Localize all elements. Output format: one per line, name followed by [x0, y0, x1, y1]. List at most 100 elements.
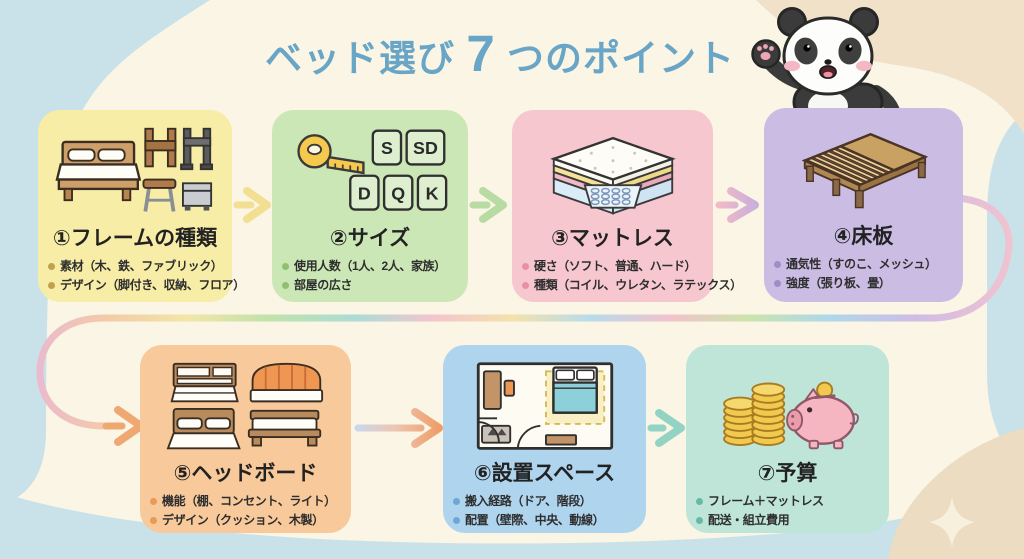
bullet-text: 使用人数（1人、2人、家族）: [294, 259, 446, 273]
card-bed-base: ④床板 通気性（すのこ、メッシュ） 強度（張り板、畳）: [764, 108, 963, 302]
wood-h-frame-icon: [144, 127, 177, 168]
bullet-text: デザイン（クッション、木製）: [162, 512, 324, 527]
card7-icon-area: [686, 353, 889, 455]
bullet-dot: [453, 498, 460, 505]
stool-icon: [142, 178, 177, 212]
card-title-budget: ⑦予算: [757, 462, 818, 485]
size-badge-sd: SD: [413, 138, 438, 158]
card4-icon-area: [764, 116, 963, 218]
dresser-plan: [544, 434, 577, 446]
card-title-frame-type: ①フレームの種類: [52, 227, 218, 250]
card4-bullets: 通気性（すのこ、メッシュ） 強度（張り板、畳）: [764, 255, 963, 292]
bullet-dot: [522, 263, 529, 270]
storage-box-icon: [182, 182, 213, 211]
pillow-headboard-icon: [166, 407, 241, 450]
arrow-1-2: [233, 187, 271, 223]
title-number: 7: [466, 25, 496, 82]
panda-mascot: [744, 2, 948, 122]
bullet-item: デザイン（クッション、木製）: [150, 511, 345, 530]
shelf-headboard-icon: [170, 362, 239, 403]
arrow-3-4: [715, 187, 759, 223]
bullet-text: 機能（棚、コンセント、ライト）: [162, 494, 336, 508]
floor-plan-icon: [476, 362, 613, 450]
bullet-text: デザイン（脚付き、収納、フロア）: [60, 277, 245, 292]
bullet-dot: [774, 261, 781, 268]
page-title: ベッド選び 7 つのポイント: [160, 24, 840, 83]
measuring-tape-icon: [297, 134, 365, 175]
bed-plan-icon: [551, 366, 598, 414]
panda-mascot-icon: [751, 7, 901, 122]
chair-plan: [503, 379, 515, 397]
size-badge-k: K: [426, 183, 439, 203]
arrow-2-3: [469, 187, 507, 223]
bullet-item: フレーム＋マットレス: [696, 492, 883, 511]
bullet-item: 種類（コイル、ウレタン、ラテックス）: [522, 276, 742, 295]
card-mattress: ③マットレス 硬さ（ソフト、普通、ハード） 種類（コイル、ウレタン、ラテックス）: [512, 110, 742, 302]
metal-h-frame-icon: [180, 127, 214, 171]
card-budget: ⑦予算 フレーム＋マットレス 配送・組立費用: [686, 345, 889, 533]
bullet-text: 硬さ（ソフト、普通、ハード）: [534, 259, 697, 273]
bullet-text: 強度（張り板、畳）: [786, 275, 891, 290]
arrow-6-7: [647, 409, 685, 447]
bullet-text: 部屋の広さ: [294, 277, 353, 292]
slat-base-icon: [801, 133, 928, 209]
card3-bullets: 硬さ（ソフト、普通、ハード） 種類（コイル、ウレタン、ラテックス）: [512, 257, 742, 295]
card-title-bed-base: ④床板: [833, 225, 894, 248]
headboard-icons: [166, 362, 323, 450]
upholstered-headboard-icon: [249, 362, 323, 403]
background-beige-bottomright: [888, 428, 1024, 559]
bed-and-frames-icon: [55, 127, 214, 212]
bullet-item: 搬入経路（ドア、階段）: [453, 492, 640, 511]
size-badges: [349, 129, 448, 211]
bullet-item: 使用人数（1人、2人、家族）: [282, 257, 462, 276]
coins-icon: [722, 382, 785, 447]
card2-bullets: 使用人数（1人、2人、家族） 部屋の広さ: [272, 257, 468, 294]
bullet-dot: [696, 498, 703, 505]
bullet-text: 素材（木、鉄、ファブリック）: [60, 259, 223, 273]
background-blue-right: [987, 112, 1024, 468]
card6-icon-area: [443, 353, 646, 455]
sofa-plan: [480, 424, 511, 444]
bullet-item: 配送・組立費用: [696, 511, 883, 530]
bullet-text: 配置（壁際、中央、動線）: [465, 512, 605, 527]
bullet-item: 強度（張り板、畳）: [774, 274, 957, 293]
card-size: S SD D Q K ②サイズ 使用人数（1人、2人、家族） 部屋の広さ: [272, 110, 468, 302]
card-title-placement-space: ⑥設置スペース: [473, 462, 616, 485]
card3-icon-area: [512, 118, 713, 220]
card6-bullets: 搬入経路（ドア、階段） 配置（壁際、中央、動線）: [443, 492, 646, 529]
card7-bullets: フレーム＋マットレス 配送・組立費用: [686, 492, 889, 529]
mattress-icon: [549, 136, 676, 215]
card-frame-type: ①フレームの種類 素材（木、鉄、ファブリック） デザイン（脚付き、収納、フロア）: [38, 110, 245, 302]
bullet-item: 素材（木、鉄、ファブリック）: [48, 257, 226, 276]
size-badge-s: S: [381, 138, 393, 158]
size-icon: S SD D Q K: [297, 129, 448, 211]
card-title-size: ②サイズ: [329, 227, 411, 250]
bullet-text: 搬入経路（ドア、階段）: [465, 494, 592, 508]
bullet-item: 硬さ（ソフト、普通、ハード）: [522, 257, 707, 276]
piggy-bank-icon: [785, 381, 859, 450]
bullet-text: 通気性（すのこ、メッシュ）: [786, 257, 937, 271]
quilt-dots: [578, 146, 647, 174]
bullet-dot: [150, 498, 157, 505]
bullet-item: 通気性（すのこ、メッシュ）: [774, 255, 957, 274]
bullet-dot: [282, 263, 289, 270]
bullet-dot: [453, 516, 460, 524]
bullet-item: 機能（棚、コンセント、ライト）: [150, 492, 345, 511]
bullet-dot: [522, 281, 529, 289]
card1-bullets: 素材（木、鉄、ファブリック） デザイン（脚付き、収納、フロア）: [38, 257, 245, 295]
bullet-dot: [696, 516, 703, 524]
card-title-headboard: ⑤ヘッドボード: [173, 462, 318, 485]
card2-icon-area: S SD D Q K: [272, 118, 468, 220]
bullet-text: 種類（コイル、ウレタン、ラテックス）: [534, 277, 742, 292]
arrow-into-card5: [102, 406, 145, 446]
card-title-mattress: ③マットレス: [551, 227, 674, 250]
bullet-item: 部屋の広さ: [282, 276, 462, 295]
budget-icon: [722, 381, 859, 450]
bullet-dot: [150, 516, 157, 524]
card1-icon-area: [38, 118, 232, 220]
bullet-text: フレーム＋マットレス: [708, 494, 824, 508]
title-suffix: つのポイント: [506, 38, 735, 79]
bullet-item: デザイン（脚付き、収納、フロア）: [48, 276, 245, 295]
